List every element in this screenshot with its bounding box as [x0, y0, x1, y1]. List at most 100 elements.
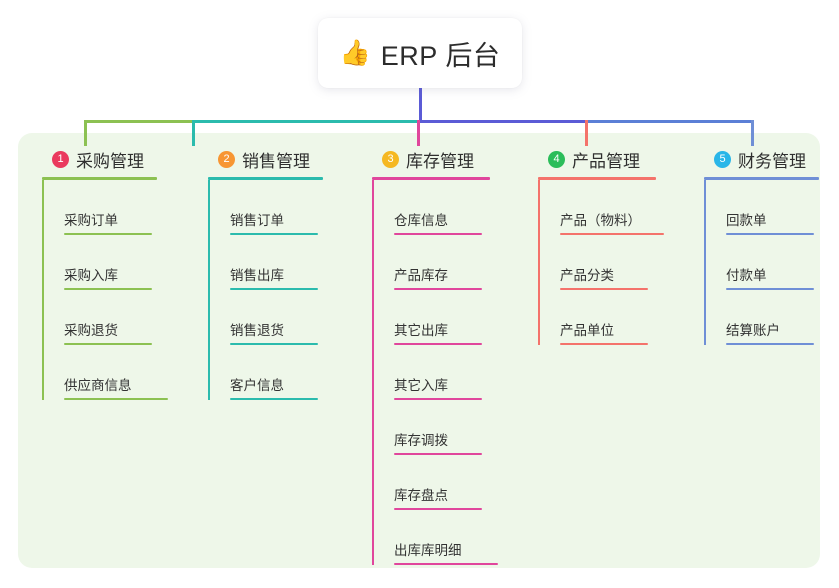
branch-header-1[interactable]: 1 采购管理 — [30, 146, 195, 172]
root-stem-connector — [419, 88, 422, 122]
leaf-underline — [64, 288, 152, 290]
branch-item-list: 销售订单销售出库销售退货客户信息 — [208, 180, 361, 400]
leaf-label: 产品单位 — [560, 323, 614, 338]
leaf-label: 出库库明细 — [394, 543, 462, 558]
leaf-underline — [230, 288, 318, 290]
leaf-node[interactable]: 库存盘点 — [372, 455, 525, 510]
leaf-label: 其它入库 — [394, 378, 448, 393]
leaf-label: 付款单 — [726, 268, 767, 283]
leaf-underline — [394, 288, 482, 290]
leaf-node[interactable]: 采购退货 — [42, 290, 195, 345]
leaf-underline — [394, 453, 482, 455]
branch-title: 销售管理 — [242, 151, 310, 171]
branch-number-badge: 3 — [382, 150, 399, 168]
branch-spine — [208, 180, 210, 400]
branch-number-badge: 4 — [548, 150, 565, 168]
leaf-node[interactable]: 出库库明细 — [372, 510, 525, 565]
leaf-underline — [726, 343, 814, 345]
branch-header-2[interactable]: 2 销售管理 — [196, 146, 361, 172]
leaf-underline — [64, 343, 152, 345]
leaf-underline — [726, 288, 814, 290]
leaf-underline — [394, 343, 482, 345]
bus-segment-blue — [585, 120, 753, 123]
leaf-underline — [394, 508, 482, 510]
leaf-underline — [394, 398, 482, 400]
branch-column-3[interactable]: 3 库存管理仓库信息产品库存其它出库其它入库库存调拨库存盘点出库库明细 — [360, 146, 525, 565]
leaf-node[interactable]: 采购入库 — [42, 235, 195, 290]
leaf-node[interactable]: 供应商信息 — [42, 345, 195, 400]
branch-column-2[interactable]: 2 销售管理销售订单销售出库销售退货客户信息 — [196, 146, 361, 400]
drop-stub-4 — [585, 120, 588, 146]
leaf-label: 销售订单 — [230, 213, 284, 228]
leaf-underline — [230, 343, 318, 345]
branch-title: 财务管理 — [738, 151, 806, 171]
branch-number-badge: 2 — [218, 150, 235, 168]
leaf-node[interactable]: 销售订单 — [208, 180, 361, 235]
branch-item-list: 产品（物料） 产品分类产品单位 — [538, 180, 691, 345]
leaf-label: 仓库信息 — [394, 213, 448, 228]
leaf-label: 结算账户 — [726, 323, 780, 338]
leaf-node[interactable]: 其它出库 — [372, 290, 525, 345]
leaf-label: 客户信息 — [230, 378, 284, 393]
leaf-underline — [230, 233, 318, 235]
drop-stub-2 — [192, 120, 195, 146]
leaf-underline — [560, 343, 648, 345]
diagram-panel — [18, 133, 820, 568]
root-node[interactable]: 👍 ERP 后台 — [318, 18, 522, 88]
leaf-label: 回款单 — [726, 213, 767, 228]
branch-header-4[interactable]: 4 产品管理 — [526, 146, 691, 172]
branch-item-list: 采购订单采购入库采购退货供应商信息 — [42, 180, 195, 400]
leaf-underline — [64, 398, 168, 400]
leaf-label: 销售退货 — [230, 323, 284, 338]
branch-title: 采购管理 — [76, 151, 144, 171]
leaf-node[interactable]: 其它入库 — [372, 345, 525, 400]
leaf-label: 库存调拨 — [394, 433, 448, 448]
branch-item-list: 仓库信息产品库存其它出库其它入库库存调拨库存盘点出库库明细 — [372, 180, 525, 565]
bus-segment-teal — [192, 120, 417, 123]
branch-column-1[interactable]: 1 采购管理采购订单采购入库采购退货供应商信息 — [30, 146, 195, 400]
drop-stub-5 — [751, 120, 754, 146]
leaf-label: 采购入库 — [64, 268, 118, 283]
branch-underline — [704, 177, 819, 180]
branch-underline — [42, 177, 157, 180]
leaf-node[interactable]: 结算账户 — [704, 290, 839, 345]
branch-number-badge: 1 — [52, 150, 69, 168]
leaf-node[interactable]: 仓库信息 — [372, 180, 525, 235]
leaf-node[interactable]: 客户信息 — [208, 345, 361, 400]
branch-item-list: 回款单付款单结算账户 — [704, 180, 839, 345]
leaf-node[interactable]: 销售退货 — [208, 290, 361, 345]
branch-title: 库存管理 — [406, 151, 474, 171]
leaf-node[interactable]: 库存调拨 — [372, 400, 525, 455]
leaf-underline — [64, 233, 152, 235]
leaf-label: 销售出库 — [230, 268, 284, 283]
leaf-node[interactable]: 产品（物料） — [538, 180, 691, 235]
branch-underline — [372, 177, 490, 180]
leaf-label: 产品（物料） — [560, 213, 641, 228]
branch-column-4[interactable]: 4 产品管理产品（物料） 产品分类产品单位 — [526, 146, 691, 345]
branch-spine — [42, 180, 44, 400]
leaf-label: 产品库存 — [394, 268, 448, 283]
leaf-node[interactable]: 产品单位 — [538, 290, 691, 345]
leaf-node[interactable]: 销售出库 — [208, 235, 361, 290]
leaf-label: 采购退货 — [64, 323, 118, 338]
leaf-label: 产品分类 — [560, 268, 614, 283]
branch-spine — [538, 180, 540, 345]
branch-spine — [704, 180, 706, 345]
leaf-node[interactable]: 采购订单 — [42, 180, 195, 235]
leaf-underline — [560, 288, 648, 290]
leaf-node[interactable]: 付款单 — [704, 235, 839, 290]
leaf-underline — [394, 233, 482, 235]
branch-title: 产品管理 — [572, 151, 640, 171]
leaf-label: 库存盘点 — [394, 488, 448, 503]
root-node-content: 👍 ERP 后台 — [340, 34, 501, 73]
branch-header-3[interactable]: 3 库存管理 — [360, 146, 525, 172]
branch-underline — [538, 177, 656, 180]
leaf-node[interactable]: 产品分类 — [538, 235, 691, 290]
leaf-underline — [726, 233, 814, 235]
leaf-node[interactable]: 产品库存 — [372, 235, 525, 290]
leaf-node[interactable]: 回款单 — [704, 180, 839, 235]
bus-segment-indigo — [417, 120, 585, 123]
